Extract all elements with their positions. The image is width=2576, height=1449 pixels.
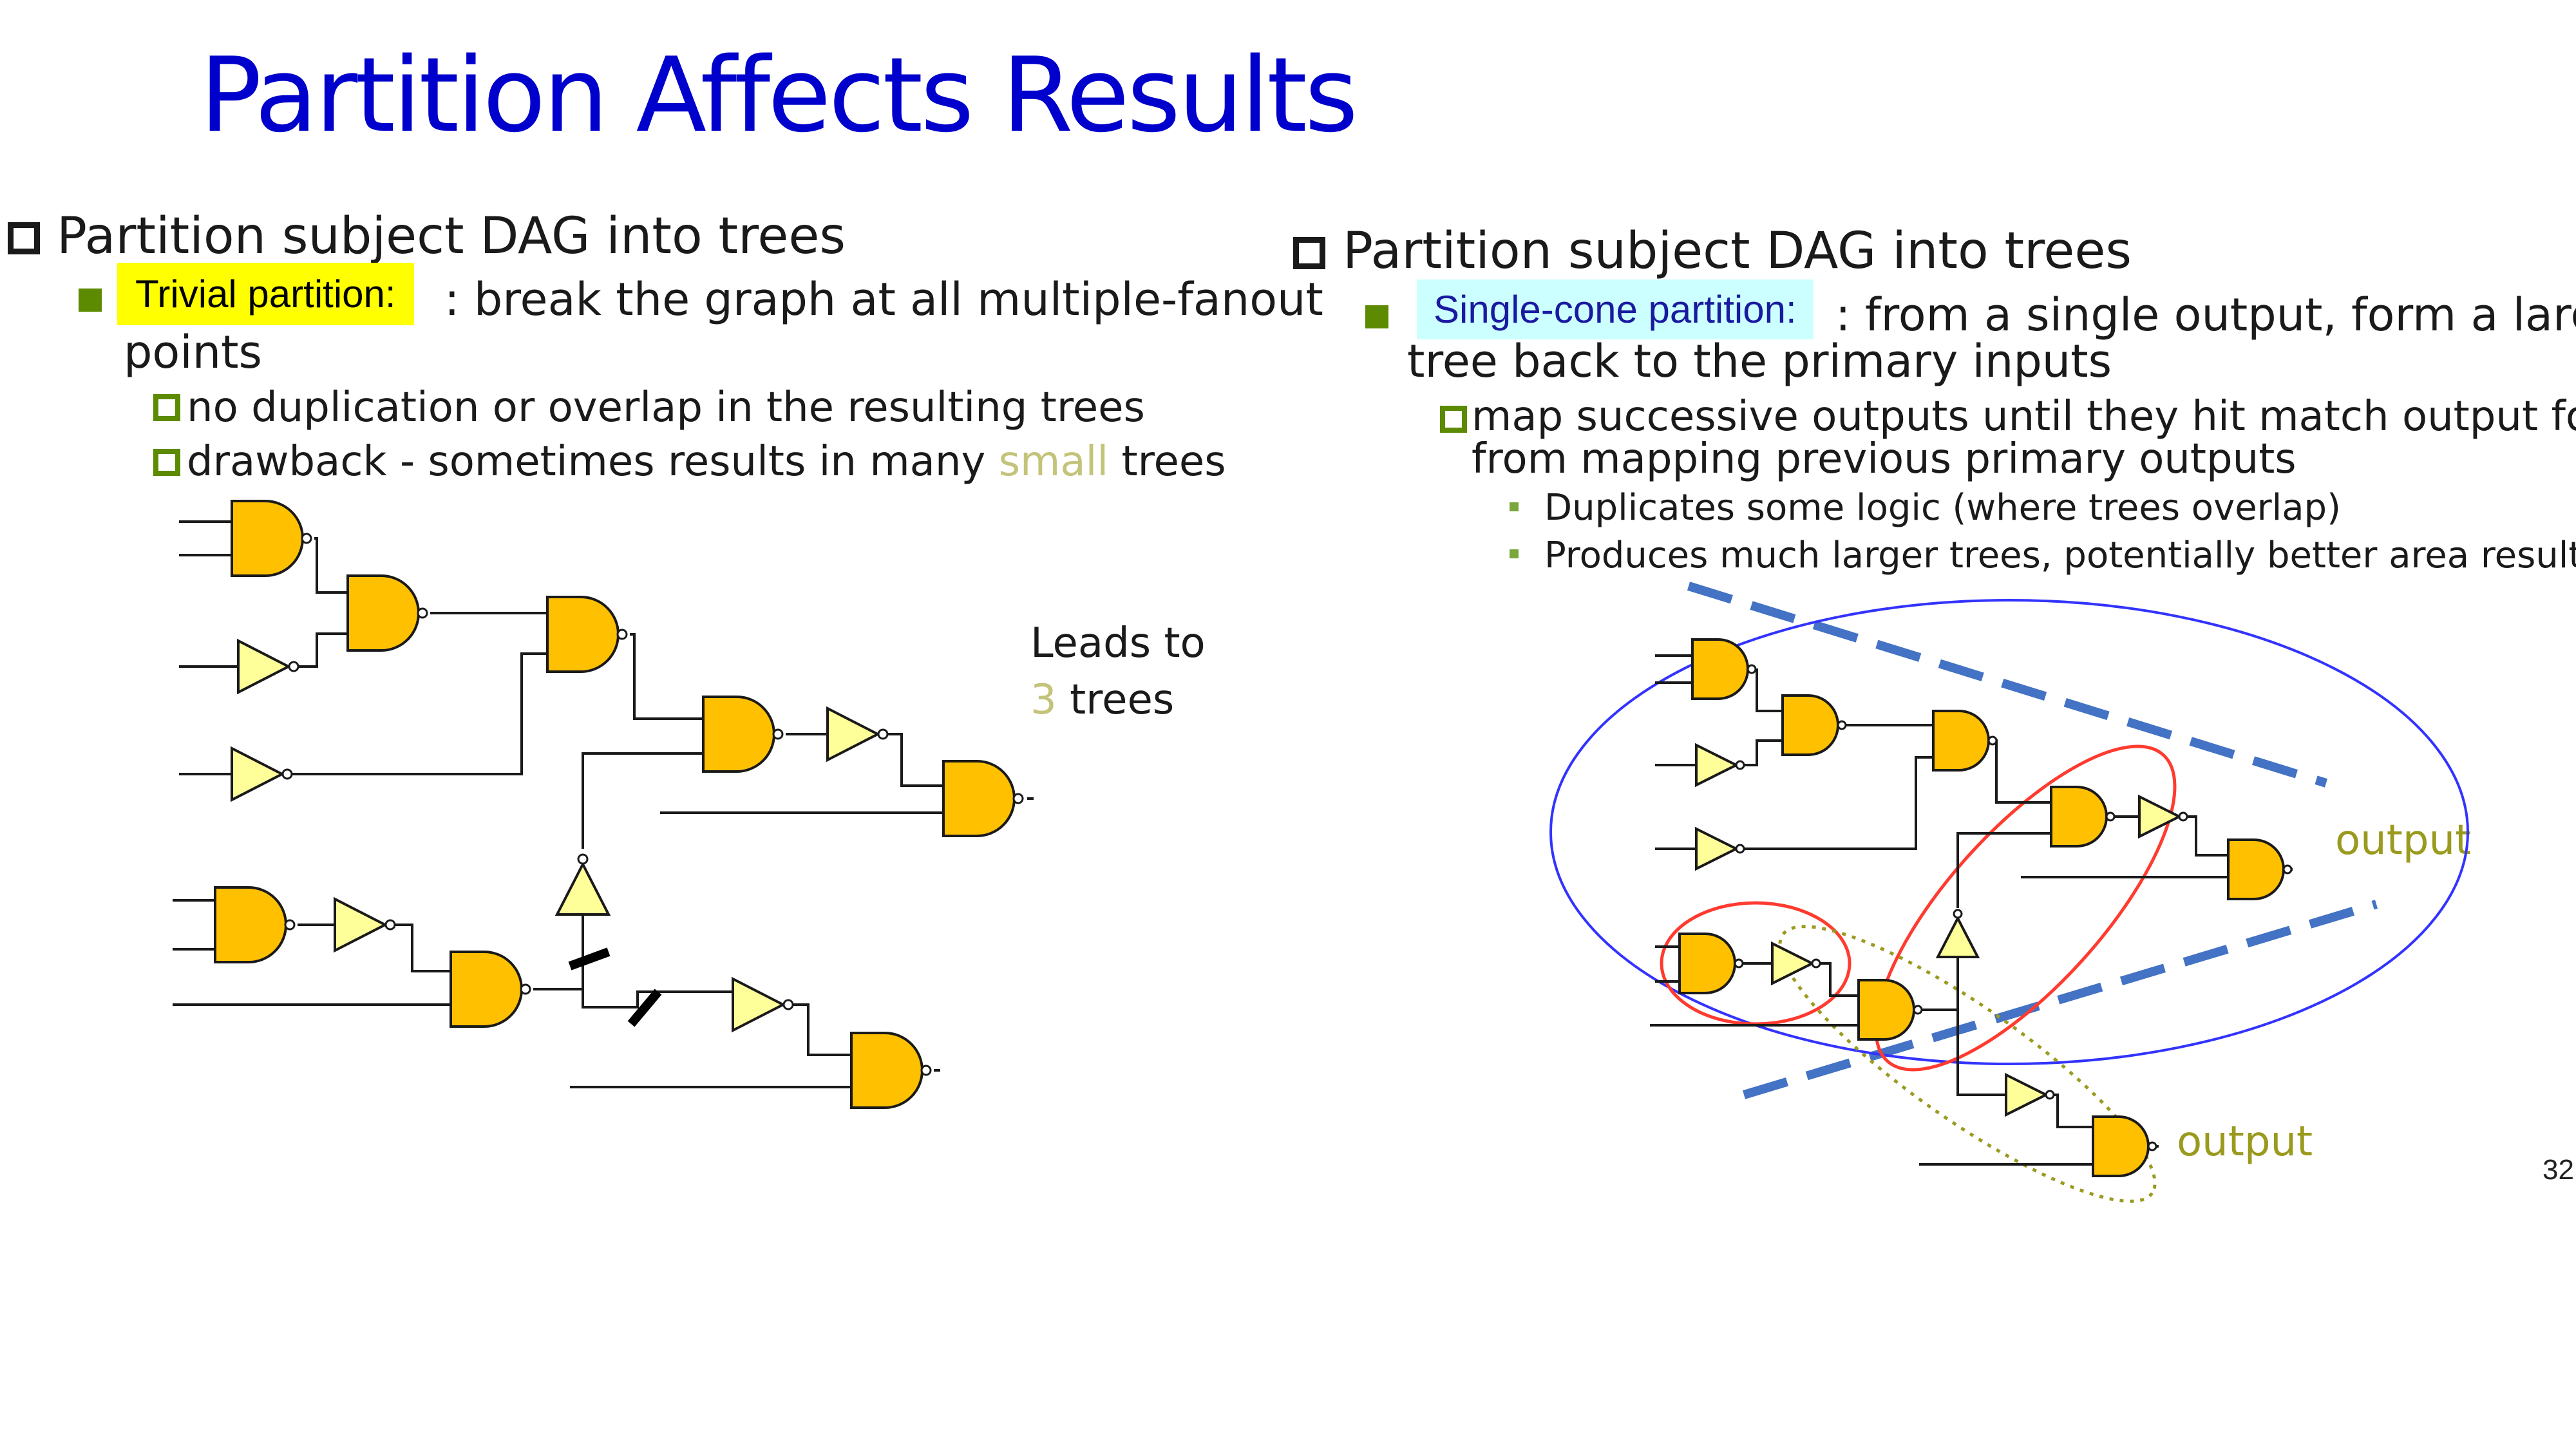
inverter	[826, 707, 889, 761]
cut-mark	[568, 947, 611, 971]
right-line1: : from a single output, form a large	[1835, 289, 2576, 341]
and-gate	[231, 500, 312, 577]
cut-mark	[627, 989, 662, 1027]
inverter	[1695, 744, 1745, 786]
right-bullet2: Produces much larger trees, potentially …	[1544, 535, 2576, 576]
and-gate	[1691, 638, 1757, 700]
sub-bullet-icon	[1440, 406, 1467, 433]
and-gate	[850, 1032, 932, 1109]
inverter	[2138, 795, 2188, 838]
right-sub1: map successive outputs until they hit ma…	[1472, 393, 2576, 440]
inverter-up	[556, 853, 610, 916]
right-heading: Partition subject DAG into trees	[1343, 222, 2132, 280]
trivial-partition-highlight: Trivial partition:	[117, 263, 414, 325]
second-cone-ellipse	[1778, 925, 2157, 1203]
bullet-square-icon	[1293, 237, 1325, 269]
right-line1-cont: tree back to the primary inputs	[1407, 335, 2112, 388]
and-gate	[546, 596, 628, 673]
output-label-1: output	[2335, 817, 2472, 864]
leads-to-note: Leads to	[1030, 620, 1206, 667]
and-gate	[346, 574, 428, 652]
inverter	[231, 747, 293, 801]
small-bullet-icon	[1510, 502, 1519, 511]
inverter	[732, 978, 794, 1032]
and-gate	[2092, 1115, 2157, 1177]
and-gate	[214, 886, 296, 963]
right-bullet1: Duplicates some logic (where trees overl…	[1544, 487, 2341, 529]
left-sub2: drawback - sometimes results in many sma…	[187, 438, 1226, 486]
bullet-filled-square-icon	[1365, 305, 1388, 328]
sub-bullet-icon	[153, 449, 180, 476]
and-gate	[1857, 979, 1923, 1041]
bullet-square-icon	[8, 222, 40, 254]
and-gate	[1781, 694, 1847, 756]
bullet-filled-square-icon	[79, 289, 102, 312]
inverter	[1771, 942, 1821, 985]
three-trees-note: 3 trees	[1030, 676, 1175, 724]
right-sub1-cont: from mapping previous primary outputs	[1472, 435, 2297, 483]
cone-ellipse	[1549, 599, 2469, 1065]
and-gate	[1678, 933, 1744, 994]
inverter	[2005, 1074, 2055, 1116]
dashed-boundary	[1687, 582, 2328, 788]
and-gate	[702, 696, 784, 773]
dashed-boundary	[1742, 900, 2378, 1099]
overlap-ellipse	[1874, 744, 2177, 1072]
left-line1-cont: points	[124, 326, 262, 379]
sub-bullet-icon	[153, 394, 180, 421]
and-gate	[2227, 838, 2293, 900]
output-label-2: output	[2177, 1118, 2313, 1166]
inverter	[334, 898, 396, 952]
page-number: 32	[2543, 1154, 2574, 1186]
left-sub1: no duplication or overlap in the resulti…	[187, 384, 1145, 431]
slide-title: Partition Affects Results	[200, 35, 1358, 155]
left-diagram-wires	[173, 520, 1034, 1088]
inverter	[237, 639, 299, 694]
small-bullet-icon	[1510, 549, 1519, 558]
left-heading: Partition subject DAG into trees	[57, 207, 846, 265]
inverter-up	[1937, 909, 1979, 958]
left-line1: : break the graph at all multiple-fanout	[444, 273, 1323, 326]
and-gate	[2050, 786, 2116, 848]
inverter	[1695, 828, 1745, 870]
and-gate	[942, 760, 1024, 837]
and-gate	[1932, 710, 1998, 772]
and-gate	[450, 951, 531, 1028]
single-cone-partition-highlight: Single-cone partition:	[1417, 279, 1814, 339]
